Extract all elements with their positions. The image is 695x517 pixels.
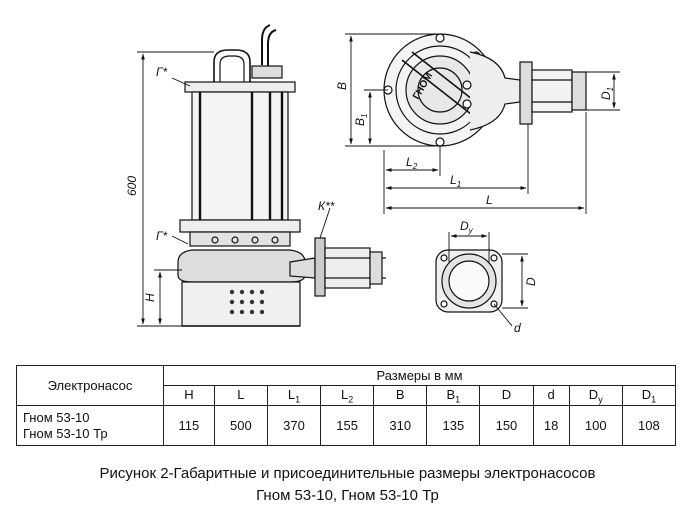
pump-top-view <box>383 33 587 147</box>
value-cell: 18 <box>532 405 570 446</box>
col-header: B1 <box>426 385 481 406</box>
flange-view <box>435 249 503 313</box>
row-header: Электронасос <box>16 365 164 406</box>
col-header: H <box>163 385 215 406</box>
dim-dy: Dy <box>460 219 474 235</box>
dim-small-d: d <box>514 321 521 335</box>
dim-b: B <box>335 82 349 90</box>
dim-l1: L1 <box>450 173 461 189</box>
dim-b1: B1 <box>353 114 369 126</box>
value-cell: 135 <box>426 405 481 446</box>
dim-d1: D1 <box>599 87 615 100</box>
col-header: D <box>479 385 534 406</box>
group-header: Размеры в мм <box>163 365 676 386</box>
label-k: К** <box>318 199 335 213</box>
caption-line-2: Гном 53-10, Гном 53-10 Тр <box>256 487 439 504</box>
dim-h: H <box>143 293 157 302</box>
col-header: D1 <box>621 385 677 406</box>
label-g-bottom: Г* <box>156 229 168 243</box>
col-header: L <box>213 385 268 406</box>
dim-l2: L2 <box>406 155 418 171</box>
col-header: L2 <box>320 385 375 406</box>
col-header: L1 <box>266 385 322 406</box>
label-g-top: Г* <box>156 65 168 79</box>
dim-600: 600 <box>125 176 139 196</box>
technical-drawing: Г* Г* К** 600 H ГНОМ <box>125 24 620 335</box>
value-cell: 100 <box>568 405 623 446</box>
dimensions-table: Электронасос Размеры в мм H L L1 L2 B B1… <box>16 365 677 446</box>
pump-front-view <box>177 24 386 327</box>
caption-line-1: Рисунок 2-Габаритные и присоединительные… <box>99 465 596 482</box>
value-cell: 310 <box>373 405 428 446</box>
value-cell: 115 <box>163 405 215 446</box>
dim-d: D <box>524 277 538 286</box>
value-cell: 500 <box>213 405 268 446</box>
value-cell: 150 <box>479 405 534 446</box>
value-cell: 155 <box>320 405 375 446</box>
col-header: Dy <box>568 385 623 406</box>
col-header: d <box>532 385 570 406</box>
value-cell: 108 <box>621 405 677 446</box>
col-header: B <box>373 385 428 406</box>
dim-l: L <box>486 193 493 207</box>
value-cell: 370 <box>266 405 322 446</box>
